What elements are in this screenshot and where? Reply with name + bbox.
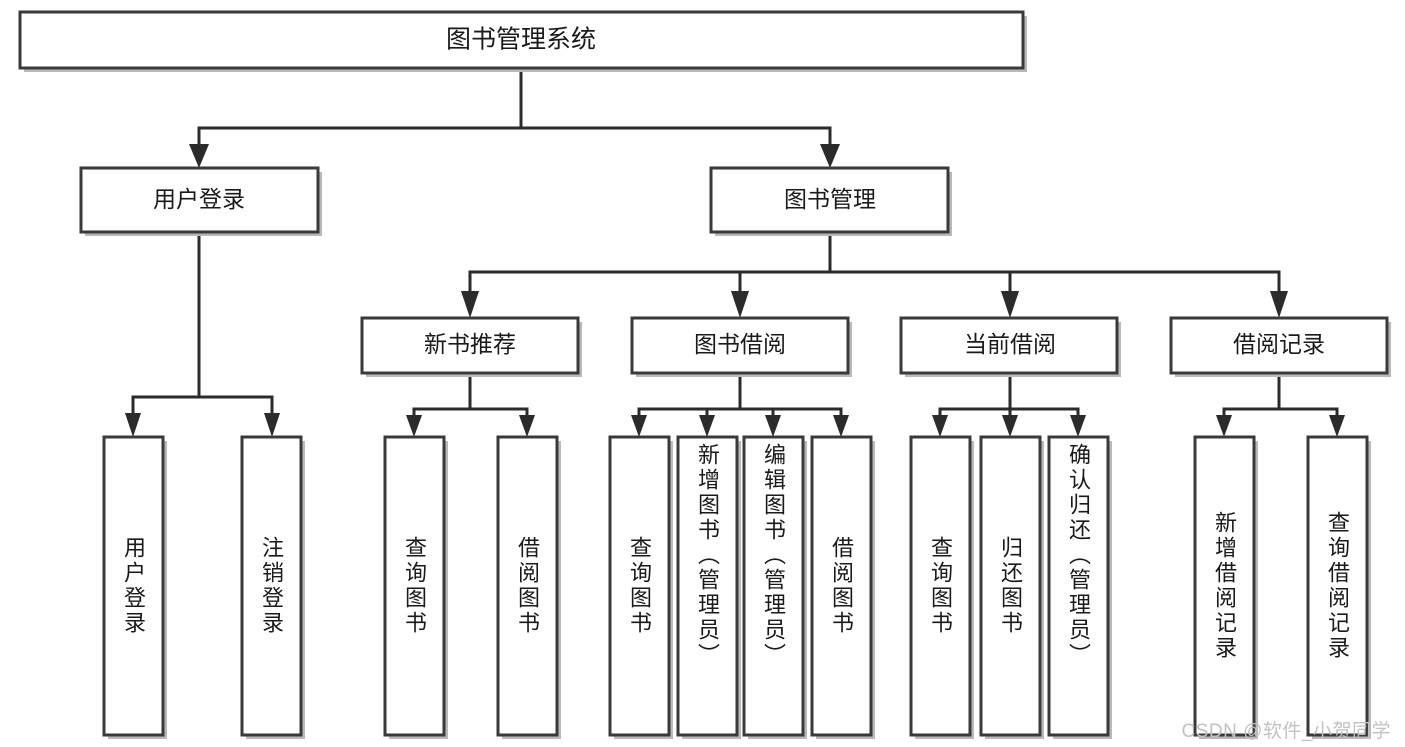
arrow-leaf-logout-login <box>264 413 280 437</box>
leaf-query-book-1-box[interactable] <box>383 435 446 737</box>
leaf-borrow-book-2-box[interactable] <box>810 435 873 737</box>
root-node-label: 图书管理系统 <box>446 26 596 54</box>
arrow-leaf-query-book-2 <box>631 415 647 437</box>
arrow-leaf-add-book <box>699 415 715 437</box>
leaf-edit-book-box[interactable] <box>742 435 805 737</box>
borrow-record-node-label: 借阅记录 <box>1233 331 1325 357</box>
arrow-leaf-borrow-book-1 <box>519 415 535 437</box>
borrow-record-node-box[interactable] <box>1169 316 1389 375</box>
book-manage-node-box[interactable] <box>709 166 950 234</box>
arrow-leaf-query-book-1 <box>406 415 422 437</box>
arrow-leaf-query-book-3 <box>932 415 948 437</box>
edge-layer <box>125 66 1345 437</box>
book-borrow-node-box[interactable] <box>630 316 850 375</box>
leaf-add-book-box[interactable] <box>676 435 739 737</box>
current-borrow-node-label: 当前借阅 <box>964 331 1056 357</box>
arrow-current-borrow <box>1001 291 1019 318</box>
arrow-new-book-recommend <box>461 291 479 318</box>
book-borrow-node-label: 图书借阅 <box>694 331 786 357</box>
book-manage-node-label: 图书管理 <box>784 186 876 212</box>
arrow-leaf-add-record <box>1216 415 1232 437</box>
leaf-query-record-box[interactable] <box>1306 435 1369 737</box>
arrow-leaf-borrow-book-2 <box>833 415 849 437</box>
root-node-box[interactable] <box>18 10 1025 70</box>
arrow-leaf-edit-book <box>765 415 781 437</box>
leaf-add-record-box[interactable] <box>1193 435 1256 737</box>
user-login-node-box[interactable] <box>79 166 320 234</box>
node-layer: 图书管理系统 用户登录 图书管理 新书推荐 图书借阅 当前借阅 借阅记录 <box>18 10 1391 739</box>
leaf-confirm-return-box[interactable] <box>1047 435 1110 737</box>
user-login-node-label: 用户登录 <box>153 186 245 212</box>
arrow-borrow-record <box>1270 291 1288 318</box>
arrow-leaf-user-login <box>125 413 141 437</box>
new-book-recommend-node-label: 新书推荐 <box>424 331 516 357</box>
arrow-leaf-query-record <box>1329 415 1345 437</box>
leaf-user-login-box[interactable] <box>102 435 165 737</box>
arrow-root-to-book-manage <box>820 144 840 168</box>
arrow-book-borrow <box>731 291 749 318</box>
leaf-logout-login-box[interactable] <box>240 435 303 737</box>
leaf-borrow-book-1-box[interactable] <box>496 435 559 737</box>
leaf-return-book-box[interactable] <box>979 435 1042 737</box>
arrow-root-to-user-login <box>189 144 209 168</box>
new-book-recommend-node-box[interactable] <box>360 316 580 375</box>
current-borrow-node-box[interactable] <box>899 316 1119 375</box>
arrow-leaf-return-book <box>1002 415 1018 437</box>
leaf-query-book-3-box[interactable] <box>909 435 972 737</box>
leaf-query-book-2-box[interactable] <box>608 435 671 737</box>
arrow-leaf-confirm-return <box>1070 415 1086 437</box>
csdn-watermark: CSDN @软件_小贺同学 <box>1181 721 1391 742</box>
